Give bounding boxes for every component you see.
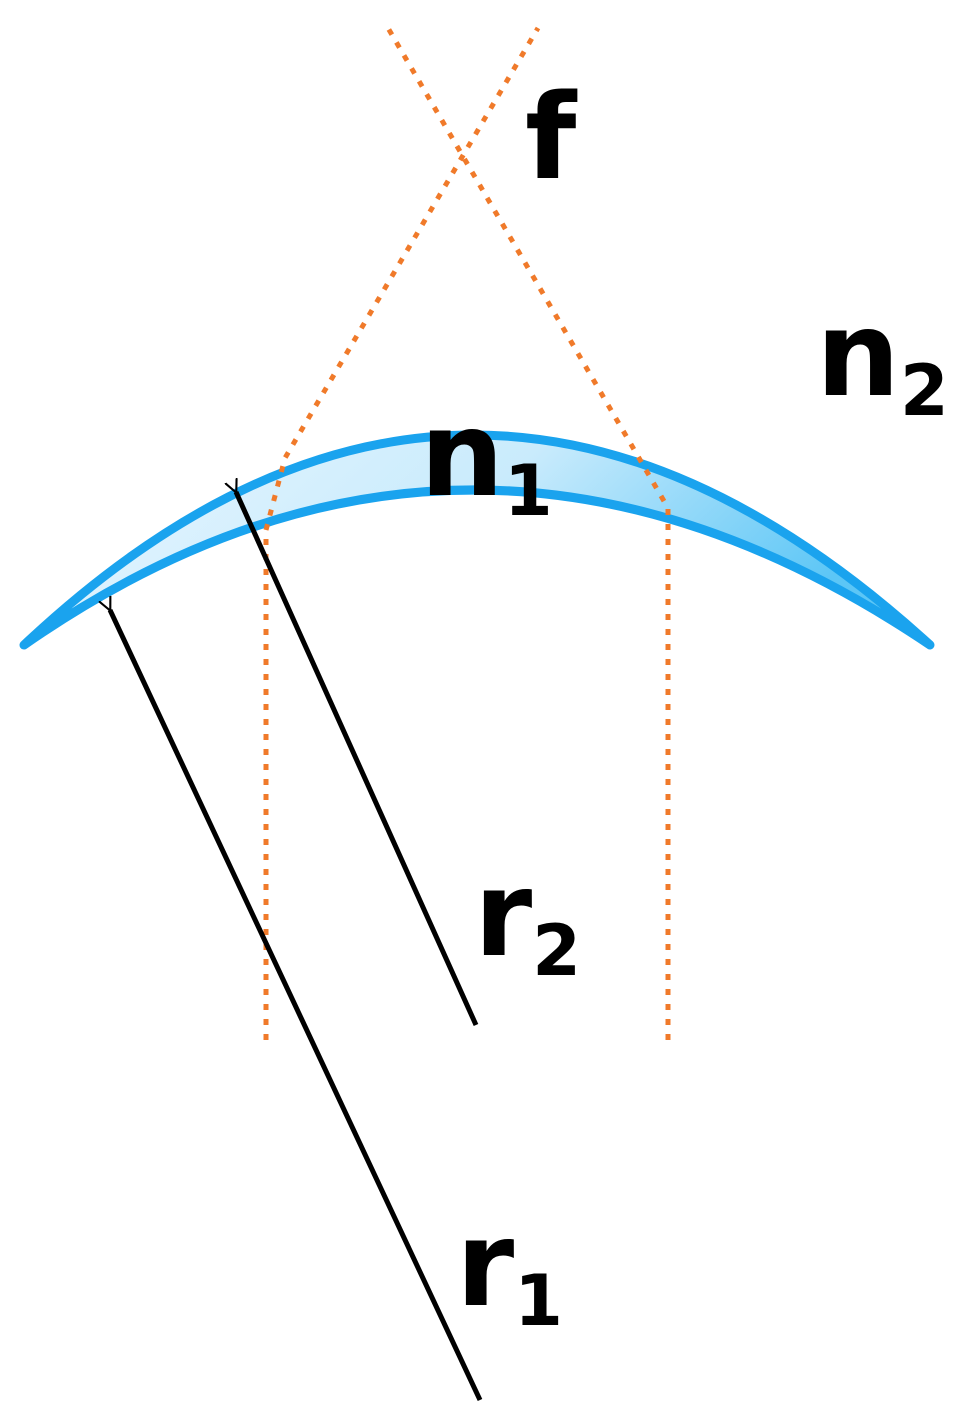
radius-inner-label: r2: [474, 845, 581, 992]
lens-index-symbol: n: [420, 385, 504, 523]
radius-outer-subscript: 1: [514, 1260, 563, 1342]
radius-arrow-r1: [110, 610, 483, 1402]
radius-outer-symbol: r: [456, 1195, 514, 1333]
radius-inner-symbol: r: [474, 845, 532, 983]
medium-index-label: n2: [816, 285, 949, 432]
ray-right: [385, 26, 671, 1040]
meniscus-lens: [19, 430, 935, 650]
lens-index-label: n1: [420, 385, 553, 532]
lens-index-subscript: 1: [504, 450, 553, 532]
medium-index-symbol: n: [816, 285, 900, 423]
ray-left: [263, 26, 541, 1040]
radius-inner-subscript: 2: [532, 910, 581, 992]
medium-index-subscript: 2: [900, 350, 949, 432]
radius-arrow-r2: [236, 492, 479, 1027]
radius-outer-label: r1: [456, 1195, 563, 1342]
focal-point-label: f: [525, 68, 578, 206]
